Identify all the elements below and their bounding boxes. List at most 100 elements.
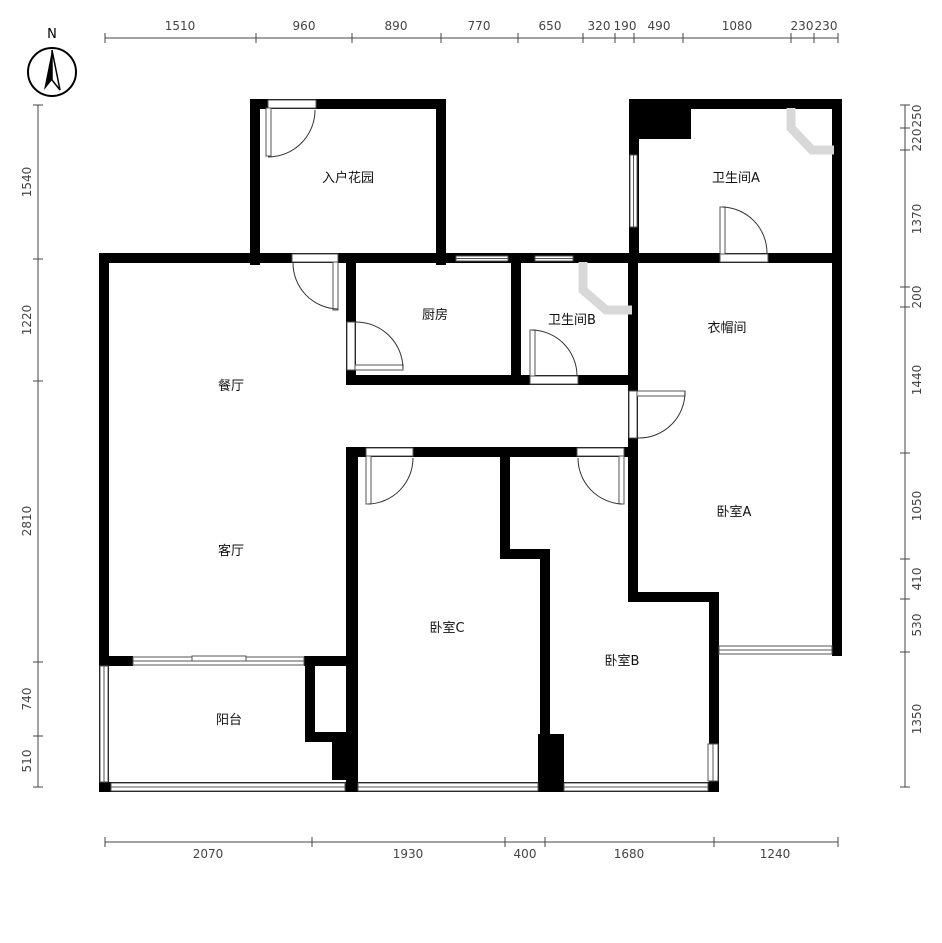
wall [500, 549, 550, 559]
dim-right-2: 220 [910, 129, 924, 152]
wall [628, 592, 719, 602]
shaft-bath-a [786, 108, 834, 155]
wall [635, 101, 691, 139]
door [576, 447, 625, 505]
wall [832, 99, 842, 656]
room-label-living: 客厅 [218, 543, 244, 559]
wall [305, 732, 350, 742]
room-label-kitchen: 厨房 [422, 307, 448, 323]
wall [99, 253, 109, 792]
dim-left-5: 510 [20, 750, 34, 773]
dim-top-6: 320 [588, 19, 611, 33]
dimension-bottom [104, 837, 839, 847]
door [628, 390, 686, 439]
room-label-bath-b: 卫生间B [548, 313, 596, 328]
wall [332, 732, 356, 780]
wall [511, 253, 521, 385]
dim-left-2: 1220 [20, 305, 34, 336]
dim-top-7: 190 [614, 19, 637, 33]
window [99, 665, 109, 783]
door [346, 321, 404, 371]
doors [265, 99, 769, 505]
wall [304, 656, 356, 666]
wall [500, 447, 510, 559]
room-label-dining: 餐厅 [218, 378, 244, 394]
wall [346, 447, 358, 792]
dim-bottom-3: 400 [514, 847, 537, 861]
ventilation-shafts [578, 108, 834, 315]
room-label-bath-a: 卫生间A [712, 171, 760, 186]
door [719, 206, 769, 263]
wall [709, 592, 719, 792]
window [110, 782, 346, 792]
door [529, 329, 579, 385]
room-label-closet: 衣帽间 [707, 320, 746, 336]
sliding-door [132, 655, 305, 666]
dim-right-8: 530 [910, 614, 924, 637]
dim-top-2: 960 [293, 19, 316, 33]
dimension-top-labels: 1510 960 890 770 650 320 190 490 1080 23… [165, 19, 838, 33]
window [563, 782, 709, 792]
room-label-bedroom-b: 卧室B [605, 653, 640, 669]
dim-right-9: 1350 [910, 704, 924, 735]
dim-left-1: 1540 [20, 167, 34, 198]
window [629, 154, 638, 228]
room-label-balcony: 阳台 [216, 713, 242, 728]
wall [99, 656, 133, 666]
dim-right-7: 410 [910, 568, 924, 591]
dim-right-4: 200 [910, 286, 924, 309]
compass-arrow-icon [44, 50, 52, 90]
door [291, 253, 339, 311]
dim-top-4: 770 [468, 19, 491, 33]
room-label-entry-garden: 入户花园 [322, 170, 374, 186]
dim-top-10: 230 [791, 19, 814, 33]
shaft-bath-b [578, 262, 632, 315]
dim-right-1: 250 [910, 105, 924, 128]
window [455, 255, 509, 262]
dim-right-5: 1440 [910, 365, 924, 396]
wall [346, 253, 356, 385]
dim-top-11: 230 [815, 19, 838, 33]
dimension-left-labels: 1540 1220 2810 740 510 [20, 167, 34, 773]
wall [305, 656, 315, 742]
dim-bottom-5: 1240 [760, 847, 791, 861]
dim-left-3: 2810 [20, 506, 34, 537]
window [534, 255, 574, 262]
wall [540, 549, 550, 792]
dimension-left [33, 104, 43, 788]
dimension-right-labels: 250 220 1370 200 1440 1050 410 530 1350 [910, 105, 924, 735]
wall [99, 253, 635, 263]
room-labels: 入户花园 厨房 卫生间B 卫生间A 衣帽间 餐厅 客厅 卧室A 卧室B 卧室C … [216, 170, 760, 728]
door [365, 447, 414, 505]
compass-label: N [47, 27, 57, 42]
dim-left-4: 740 [20, 688, 34, 711]
dim-right-6: 1050 [910, 491, 924, 522]
door [265, 99, 317, 158]
dim-bottom-2: 1930 [393, 847, 424, 861]
wall [346, 447, 638, 457]
dimension-top [104, 33, 839, 43]
dim-top-8: 490 [648, 19, 671, 33]
dim-top-1: 1510 [165, 19, 196, 33]
dim-bottom-4: 1680 [614, 847, 645, 861]
dim-top-3: 890 [385, 19, 408, 33]
walls [99, 99, 842, 792]
dim-top-5: 650 [539, 19, 562, 33]
wall [250, 99, 446, 109]
dimension-right [900, 104, 910, 788]
room-label-bedroom-c: 卧室C [429, 620, 464, 636]
window [357, 782, 539, 792]
room-label-bedroom-a: 卧室A [717, 504, 752, 520]
wall [436, 99, 446, 265]
wall [346, 375, 636, 385]
north-compass: N [27, 27, 77, 97]
dim-top-9: 1080 [722, 19, 753, 33]
compass-arrow-outline [51, 49, 61, 91]
dim-bottom-1: 2070 [193, 847, 224, 861]
wall [250, 99, 260, 265]
dimension-bottom-labels: 2070 1930 400 1680 1240 [193, 847, 791, 861]
window [718, 645, 833, 655]
windows [99, 154, 833, 792]
